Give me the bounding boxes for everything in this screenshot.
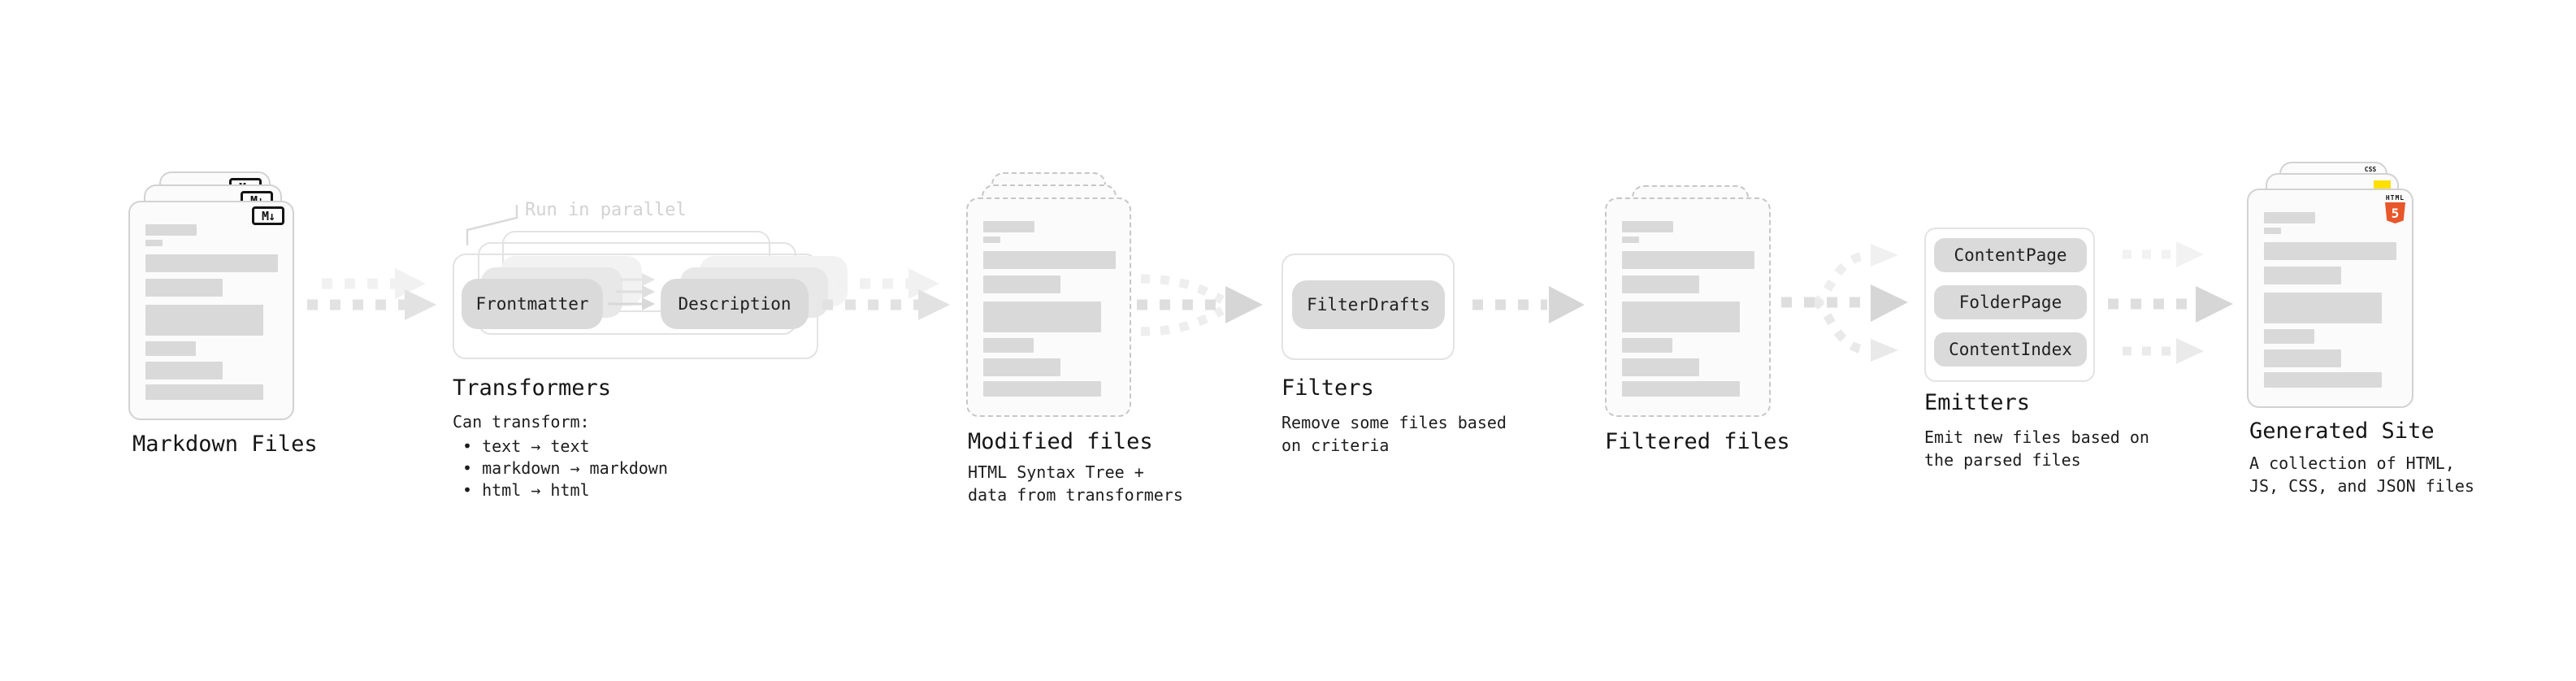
- stage-filtered-files: [1605, 185, 1800, 434]
- html5-icon: HTML 5: [2385, 194, 2405, 223]
- html5-icon-shield: 5: [2385, 202, 2405, 223]
- run-in-parallel-annotation: Run in parallel: [525, 200, 687, 220]
- stage-label-generated-site: Generated Site: [2249, 419, 2435, 444]
- modified-file-card-front: [966, 197, 1131, 417]
- stage-label-modified-files: Modified files: [968, 429, 1153, 454]
- arrow-filtered-to-emitters-fanout: [1781, 244, 1908, 362]
- filters-caption: Remove some files based on criteria: [1281, 413, 1507, 455]
- modified-files-caption: HTML Syntax Tree + data from transformer…: [968, 462, 1183, 505]
- stage-label-emitters: Emitters: [1924, 390, 2031, 415]
- transformers-bullet-3: • html → html: [462, 480, 590, 500]
- folderpage-pill: FolderPage: [1934, 285, 2087, 319]
- file-content-bars: [2264, 190, 2396, 388]
- css-badge-label: CSS: [2364, 166, 2377, 173]
- stage-generated-site: CSS HTML 5: [2247, 162, 2444, 410]
- arrow-filters-to-filtered: [1472, 286, 1585, 323]
- filtered-file-card-front: [1605, 197, 1771, 417]
- emitters-caption: Emit new files based on the parsed files: [1924, 427, 2149, 470]
- transformers-bullet-2: • markdown → markdown: [462, 458, 668, 478]
- stage-label-transformers: Transformers: [453, 375, 612, 401]
- contentindex-pill: ContentIndex: [1934, 332, 2087, 367]
- stage-label-filters: Filters: [1281, 375, 1374, 401]
- stage-label-markdown-files: Markdown Files: [132, 432, 318, 457]
- arrow-markdown-to-transformers: [307, 268, 436, 320]
- file-content-bars: [145, 202, 278, 400]
- frontmatter-pill: Frontmatter: [462, 279, 603, 329]
- generated-file-card-front: HTML 5: [2247, 189, 2413, 408]
- filterdrafts-pill: FilterDrafts: [1292, 280, 1445, 329]
- markdown-file-card-front: M↓: [128, 201, 294, 420]
- generated-site-caption: A collection of HTML, JS, CSS, and JSON …: [2249, 453, 2474, 496]
- stage-label-filtered-files: Filtered files: [1605, 429, 1790, 454]
- arrow-emitters-to-generated: [2108, 241, 2233, 364]
- markdown-icon: M↓: [252, 206, 284, 225]
- html5-icon-word: HTML: [2385, 194, 2405, 202]
- transformers-bullet-1: • text → text: [462, 436, 590, 456]
- description-pill: Description: [661, 279, 809, 329]
- file-content-bars: [1622, 199, 1754, 397]
- contentpage-pill: ContentPage: [1934, 238, 2087, 272]
- stage-markdown-files: M↓ M↓ M↓: [128, 171, 325, 420]
- file-content-bars: [983, 199, 1116, 397]
- js-badge: [2374, 180, 2391, 189]
- transformers-caption-title: Can transform:: [453, 412, 590, 432]
- stage-modified-files: [966, 172, 1161, 421]
